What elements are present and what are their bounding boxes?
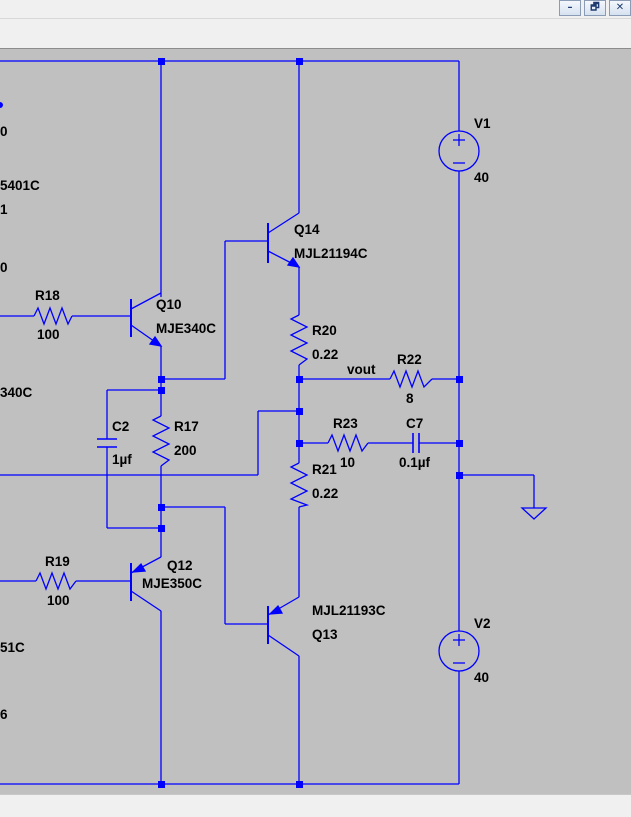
q12-value: MJE350C [142,576,202,591]
v1-ref: V1 [474,116,491,131]
q10-ref: Q10 [156,297,182,312]
c2-value: 1µf [112,452,132,467]
q14-ref: Q14 [294,222,320,237]
partial-label: 0 [0,260,8,275]
partial-labels: 0 5401C 1 0 340C 51C 6 [0,124,40,722]
minimize-button[interactable]: – [559,0,581,16]
r17-ref: R17 [174,419,199,434]
capacitors [97,433,420,453]
r23-value: 10 [340,455,355,470]
r19-ref: R19 [45,554,70,569]
r23-ref: R23 [333,416,358,431]
wires [0,60,535,785]
r19-value: 100 [47,593,70,608]
ground-icon [520,507,548,520]
transistors [130,212,301,657]
c7-ref: C7 [406,416,423,431]
partial-label: 340C [0,385,33,400]
r20-value: 0.22 [312,347,338,362]
junction-dots [158,58,463,788]
v1-value: 40 [474,170,489,185]
r22-value: 8 [406,391,414,406]
voltage-sources [438,130,480,672]
partial-label: 1 [0,202,8,217]
partial-label: 51C [0,640,25,655]
q12-ref: Q12 [167,558,193,573]
c2-ref: C2 [112,419,129,434]
vout-net-label: vout [347,362,376,377]
resistors [33,306,433,591]
r21-ref: R21 [312,462,337,477]
restore-button[interactable]: 🗗 [584,0,606,16]
toolbar-strip [0,18,631,49]
partial-node-icon [0,102,3,108]
r17-value: 200 [174,443,197,458]
component-labels: V1 40 V2 40 Q14 MJL21194C Q10 MJE340C Q1… [35,116,491,685]
title-bar: – 🗗 ✕ [0,0,631,18]
partial-label: 6 [0,707,8,722]
c7-value: 0.1µf [399,455,431,470]
schematic-svg: 0 5401C 1 0 340C 51C 6 V1 40 V2 40 Q14 M… [0,58,548,788]
q14-value: MJL21194C [294,246,368,261]
r20-ref: R20 [312,323,337,338]
partial-label: 0 [0,124,8,139]
v2-ref: V2 [474,616,491,631]
r21-value: 0.22 [312,486,338,501]
partial-label: 5401C [0,178,40,193]
v2-value: 40 [474,670,489,685]
close-button[interactable]: ✕ [609,0,631,16]
r18-ref: R18 [35,288,60,303]
status-bar [0,794,631,817]
r22-ref: R22 [397,352,422,367]
q10-value: MJE340C [156,321,216,336]
q13-ref: Q13 [312,627,338,642]
r18-value: 100 [37,327,60,342]
q13-value: MJL21193C [312,603,386,618]
schematic-canvas[interactable]: 0 5401C 1 0 340C 51C 6 V1 40 V2 40 Q14 M… [0,48,631,795]
